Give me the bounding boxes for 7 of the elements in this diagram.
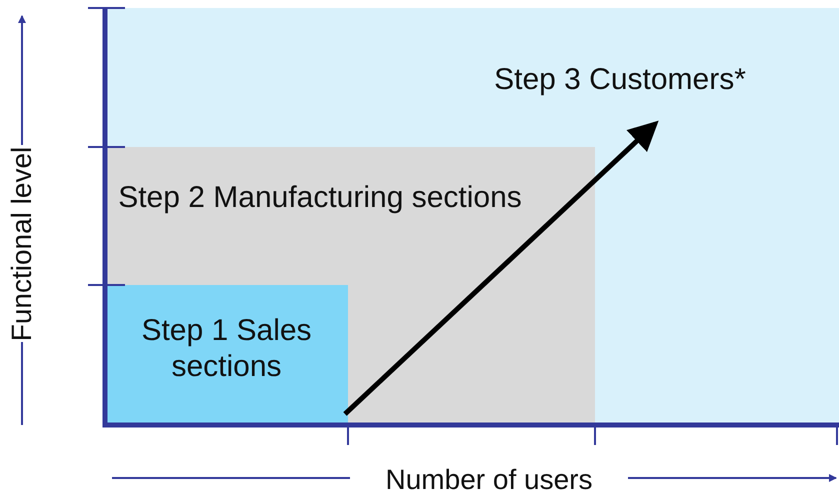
axis-label: Functional level [6,146,38,342]
region-title: Step 1 Sales sections [140,313,313,385]
region-title: Step 2 Manufacturing sections [117,180,523,216]
step-region [105,285,348,425]
step-region [105,147,595,425]
region-title: Step 3 Customers* [493,62,747,98]
axis-label: Number of users [386,464,592,494]
